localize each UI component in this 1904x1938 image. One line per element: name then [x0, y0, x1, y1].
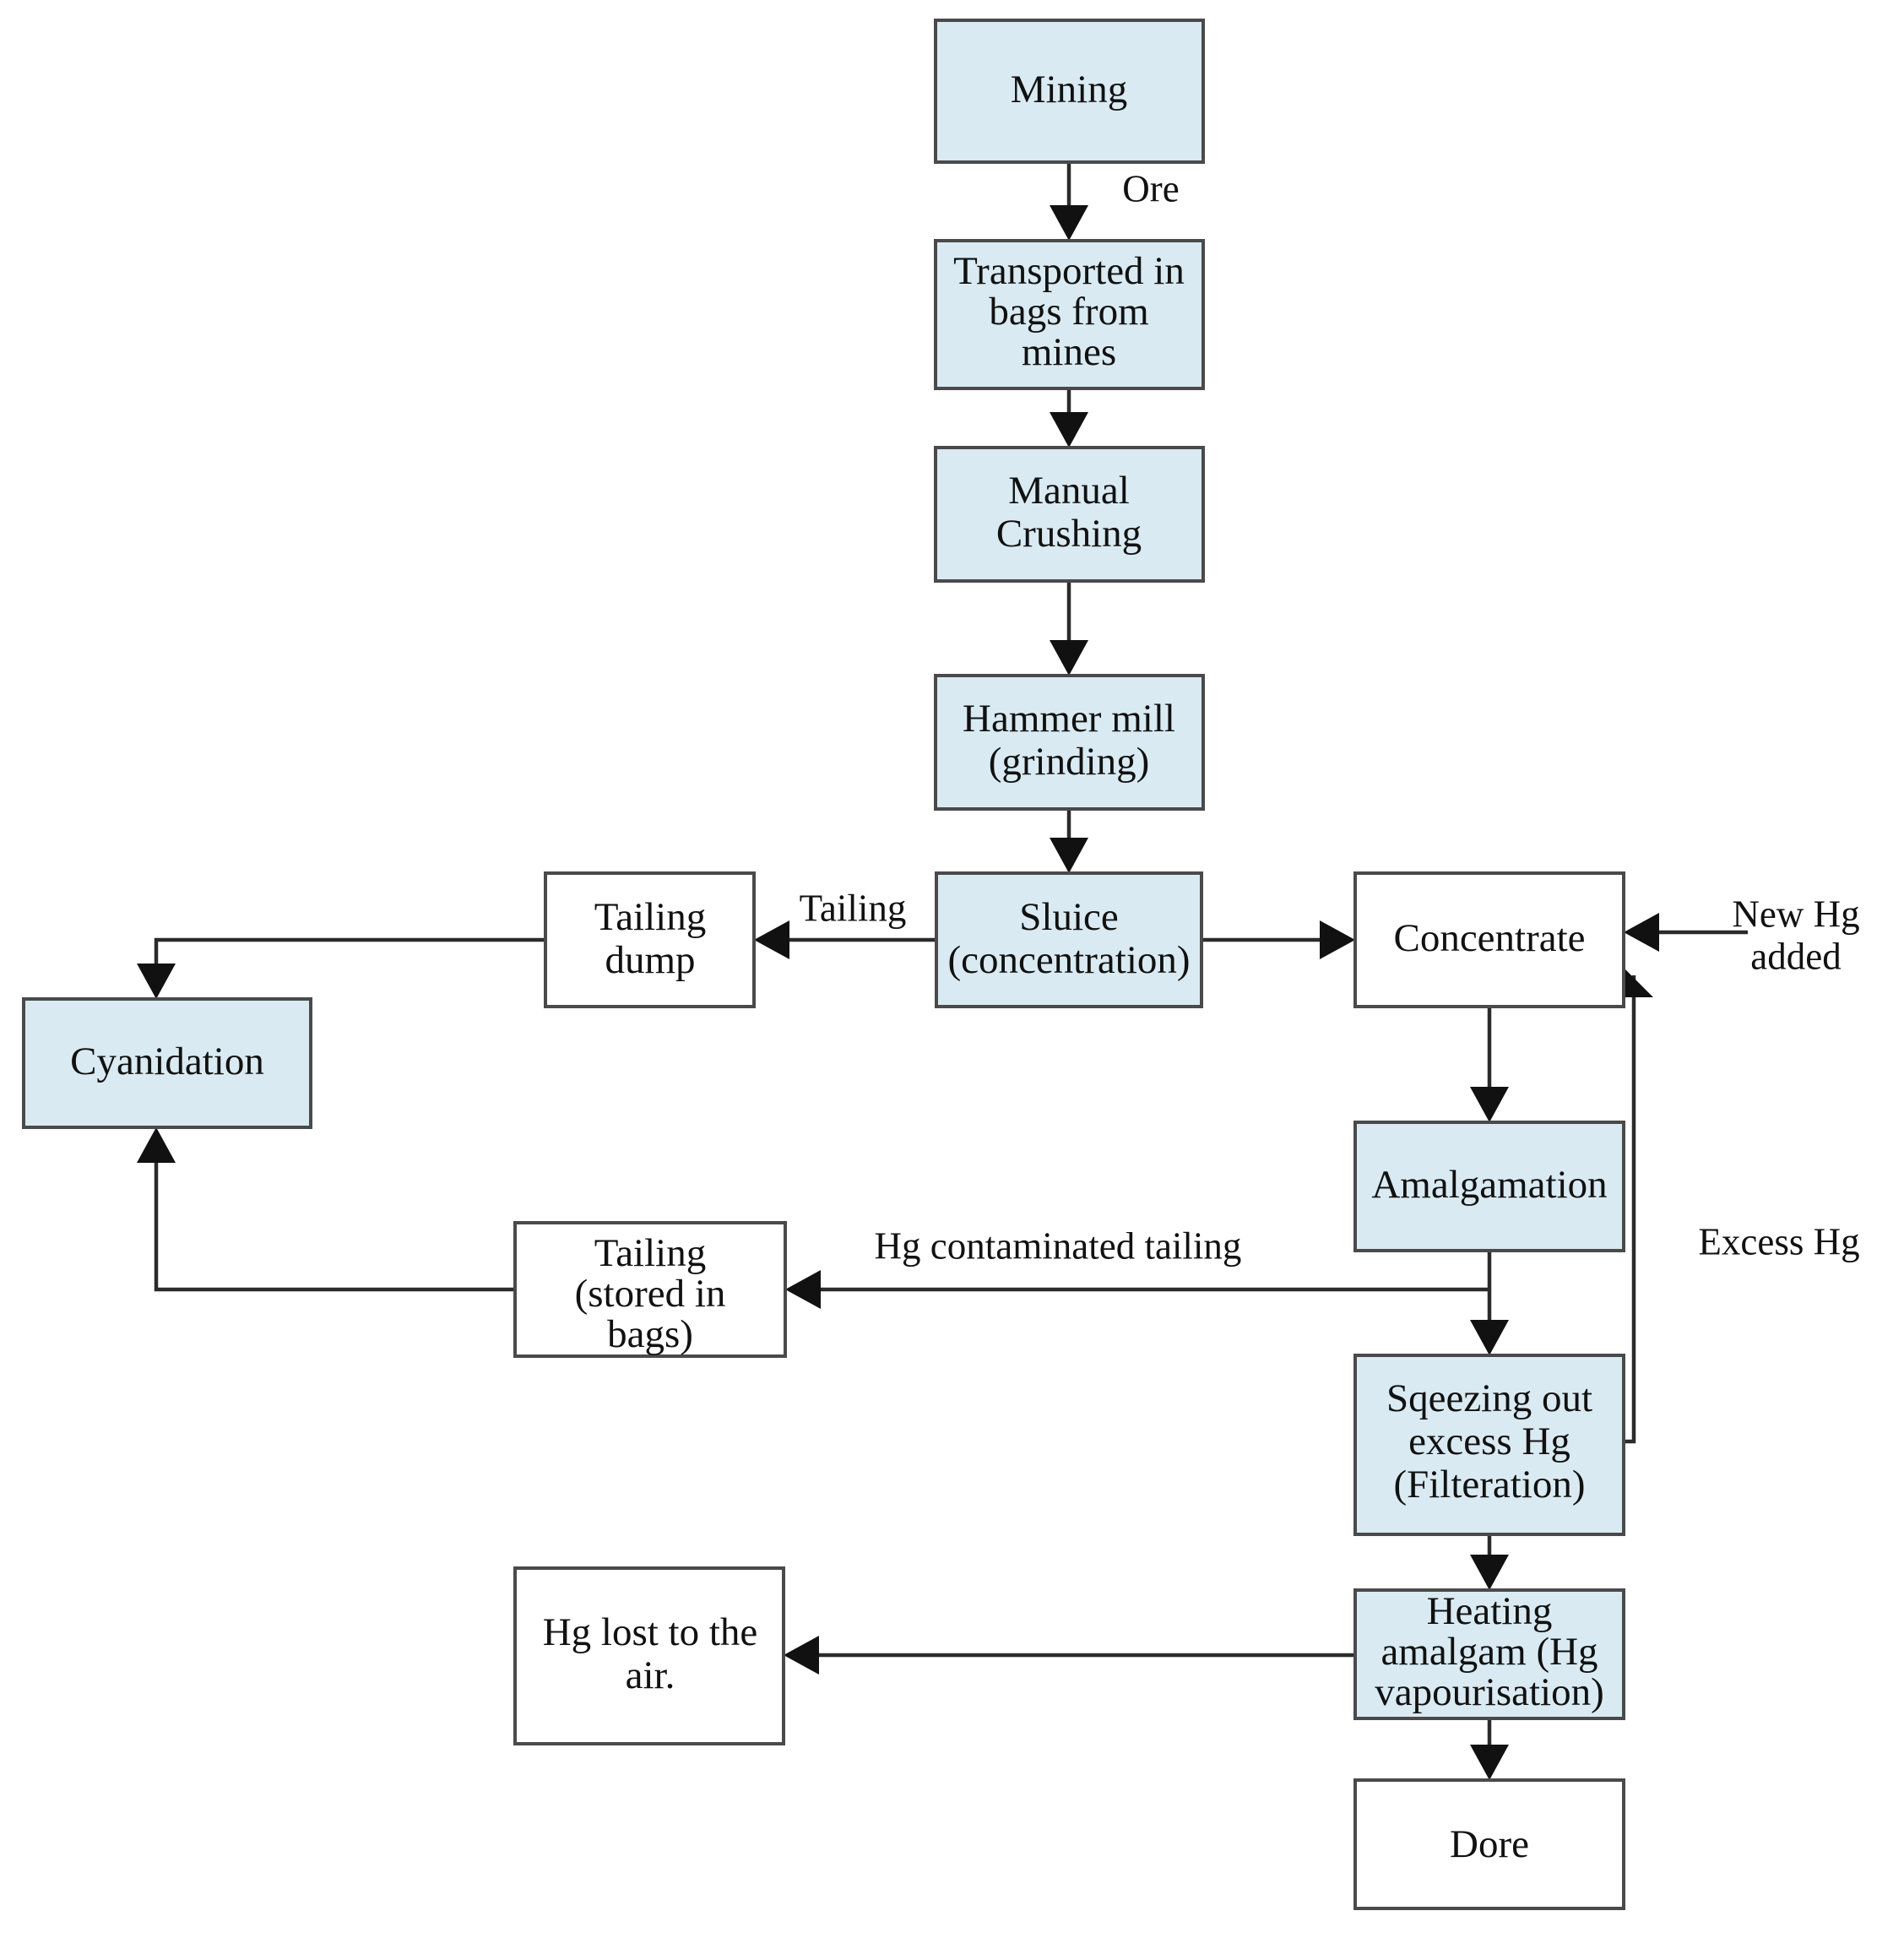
- node-amalgamation[interactable]: Amalgamation: [1353, 1121, 1625, 1252]
- edge-label-new-hg-added-line-1: New Hg: [1732, 893, 1859, 935]
- node-dore-label: Dore: [1450, 1822, 1529, 1866]
- node-sluice[interactable]: Sluice (concentration): [935, 871, 1203, 1008]
- node-tailing-bags-line-1: Tailing: [594, 1231, 706, 1275]
- edge-amalgamation-to-tailing-bags: [785, 1270, 1489, 1309]
- node-heating-line-3: vapourisation): [1375, 1670, 1604, 1714]
- edge-label-tailing: Tailing: [800, 887, 907, 929]
- edge-hammer-mill-to-sluice: [1050, 809, 1088, 873]
- node-hg-lost-to-air[interactable]: Hg lost to the air.: [513, 1566, 785, 1745]
- node-tailing-bags-line-2: (stored in: [575, 1272, 726, 1316]
- edge-transported-to-manual-crushing: [1050, 388, 1088, 448]
- edge-manual-crushing-to-hammer-mill: [1050, 581, 1088, 676]
- node-squeezing-out-excess-hg[interactable]: Sqeezing out excess Hg (Filteration): [1353, 1354, 1625, 1536]
- node-squeezing-line-2: excess Hg: [1408, 1420, 1570, 1463]
- node-mining[interactable]: Mining: [934, 19, 1205, 164]
- edge-tailing-bags-to-cyanidation: [137, 1127, 515, 1292]
- edge-sluice-to-tailing-dump: [754, 920, 936, 959]
- edge-heating-to-dore: [1470, 1718, 1509, 1780]
- node-manual-crushing-line-1: Manual: [1008, 469, 1130, 513]
- edge-amalgamation-to-squeezing: [1470, 1251, 1509, 1355]
- edge-squeezing-to-heating: [1470, 1534, 1509, 1590]
- node-tailing-stored-in-bags[interactable]: Tailing (stored in bags): [513, 1221, 787, 1358]
- node-hammer-mill-line-2: (grinding): [989, 740, 1150, 784]
- node-hg-lost-line-1: Hg lost to the: [543, 1610, 758, 1654]
- node-heating-line-2: amalgam (Hg: [1381, 1630, 1598, 1674]
- node-concentrate-label: Concentrate: [1393, 916, 1585, 960]
- edge-label-new-hg-added-line-2: added: [1750, 935, 1841, 977]
- node-transported-line-2: bags from: [989, 290, 1148, 334]
- node-cyanidation[interactable]: Cyanidation: [22, 997, 312, 1129]
- node-hammer-mill[interactable]: Hammer mill (grinding): [934, 674, 1205, 811]
- edge-label-ore: Ore: [1122, 167, 1179, 209]
- node-concentrate[interactable]: Concentrate: [1353, 871, 1625, 1008]
- node-hg-lost-line-2: air.: [626, 1653, 675, 1697]
- node-transported-line-1: Transported in: [953, 249, 1185, 293]
- node-heating-amalgam[interactable]: Heating amalgam (Hg vapourisation): [1353, 1588, 1625, 1720]
- node-transported-in-bags[interactable]: Transported in bags from mines: [934, 239, 1205, 390]
- node-tailing-dump[interactable]: Tailing dump: [544, 871, 756, 1008]
- node-cyanidation-label: Cyanidation: [70, 1040, 264, 1083]
- node-squeezing-line-1: Sqeezing out: [1386, 1376, 1592, 1420]
- edge-concentrate-to-amalgamation: [1470, 1007, 1509, 1122]
- edge-mining-to-transported: [1050, 162, 1088, 241]
- node-amalgamation-label: Amalgamation: [1371, 1163, 1607, 1207]
- node-squeezing-line-3: (Filteration): [1393, 1463, 1585, 1506]
- node-sluice-line-2: (concentration): [947, 938, 1190, 982]
- node-tailing-bags-line-3: bags): [607, 1312, 693, 1356]
- edge-sluice-to-concentrate: [1202, 920, 1355, 959]
- node-hammer-mill-line-1: Hammer mill: [963, 697, 1175, 741]
- node-manual-crushing-line-2: Crushing: [996, 512, 1142, 556]
- node-manual-crushing[interactable]: Manual Crushing: [934, 446, 1205, 583]
- edge-label-hg-contaminated-tailing: Hg contaminated tailing: [875, 1224, 1242, 1267]
- node-dore[interactable]: Dore: [1353, 1778, 1625, 1910]
- node-mining-label: Mining: [1011, 68, 1127, 111]
- node-tailing-dump-line-1: Tailing: [594, 895, 706, 939]
- edge-heating-to-hg-lost: [784, 1636, 1355, 1675]
- node-tailing-dump-line-2: dump: [605, 938, 695, 982]
- node-heating-line-1: Heating: [1427, 1589, 1553, 1633]
- edge-label-excess-hg: Excess Hg: [1698, 1220, 1859, 1262]
- edge-tailing-dump-to-cyanidation: [137, 937, 545, 999]
- node-sluice-line-1: Sluice: [1019, 895, 1118, 939]
- node-transported-line-3: mines: [1022, 330, 1116, 374]
- edge-new-hg-added-to-concentrate: [1624, 913, 1748, 952]
